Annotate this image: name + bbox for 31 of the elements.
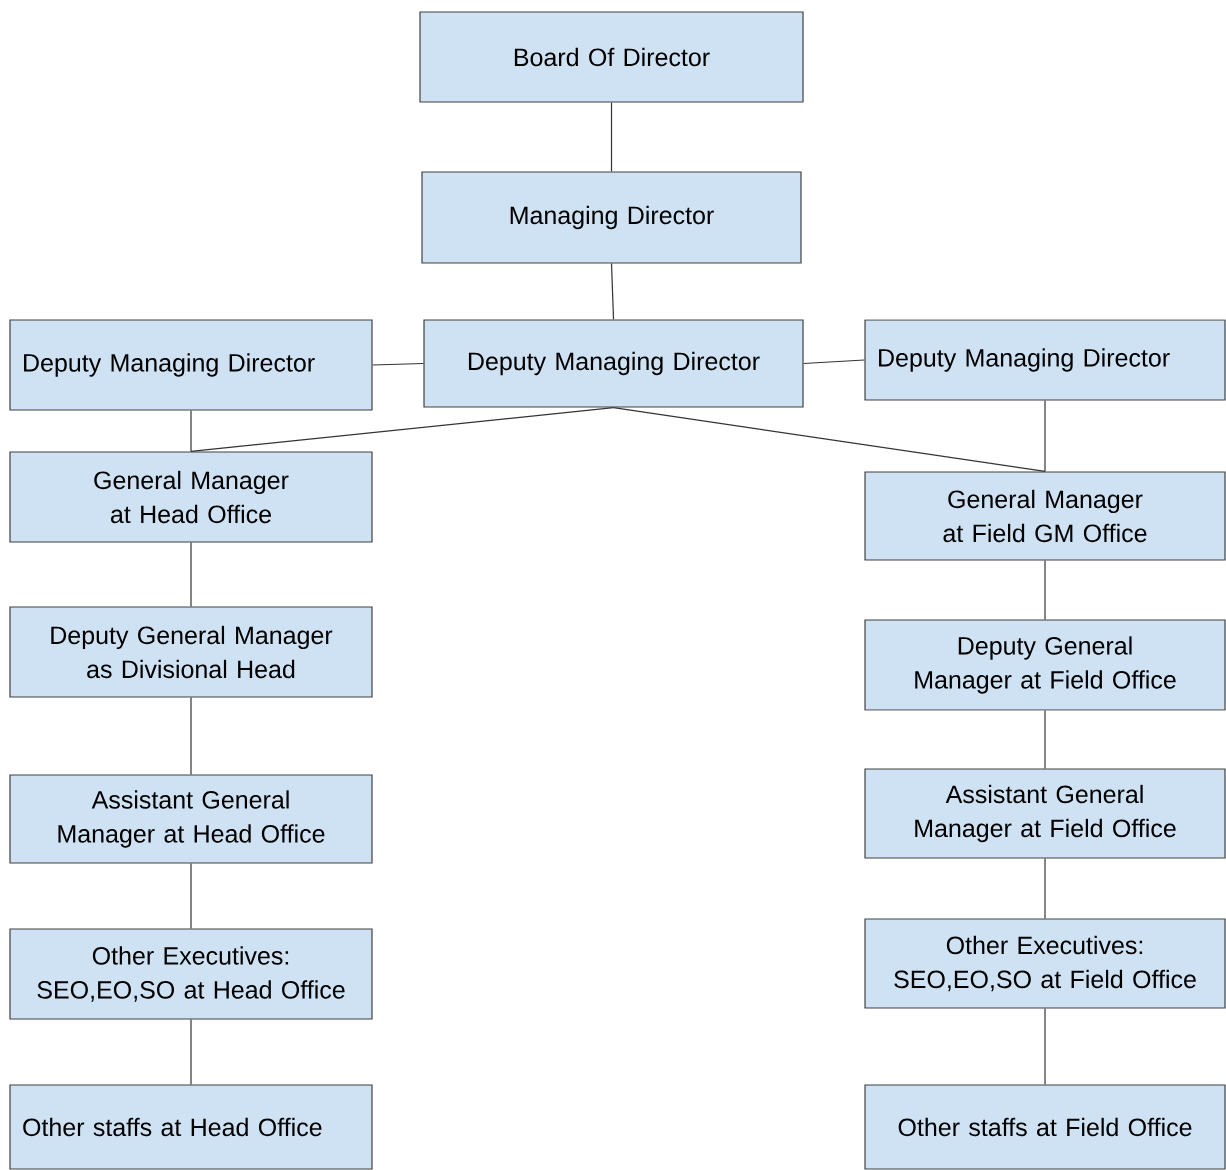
connector-line: [190, 863, 192, 929]
org-box: Deputy Managing Director: [423, 319, 804, 408]
org-box: Other Executives: SEO,EO,SO at Head Office: [9, 928, 373, 1020]
org-box: Other Executives: SEO,EO,SO at Field Office: [864, 918, 1226, 1009]
connector-line: [190, 542, 192, 607]
org-box: Deputy Managing Director: [9, 319, 373, 411]
connector-line: [1044, 560, 1046, 620]
org-box: Deputy General Manager at Field Office: [864, 619, 1226, 711]
org-box: Managing Director: [421, 171, 802, 264]
connector-line: [1044, 858, 1046, 919]
org-box: General Manager at Head Office: [9, 451, 373, 543]
connector-line: [190, 1019, 192, 1085]
org-box: Deputy General Manager as Divisional Head: [9, 606, 373, 698]
connector-line: [190, 410, 192, 452]
connector-line: [610, 102, 613, 172]
connector-line: [1044, 400, 1046, 472]
connector-line: [372, 362, 424, 366]
connector-line: [1044, 710, 1046, 769]
connector-line: [1044, 1008, 1046, 1085]
org-box: Other staffs at Head Office: [9, 1084, 373, 1170]
org-box: Board Of Director: [419, 11, 804, 103]
connector-line: [803, 359, 865, 365]
org-box: Assistant General Manager at Head Office: [9, 774, 373, 864]
connector-line: [612, 407, 1046, 472]
org-box: Deputy Managing Director: [864, 319, 1226, 401]
org-box: Other staffs at Field Office: [864, 1084, 1226, 1170]
org-box: General Manager at Field GM Office: [864, 471, 1226, 561]
org-box: Assistant General Manager at Field Office: [864, 768, 1226, 859]
connector-line: [610, 263, 615, 320]
connector-line: [190, 697, 192, 775]
connector-line: [190, 407, 615, 452]
